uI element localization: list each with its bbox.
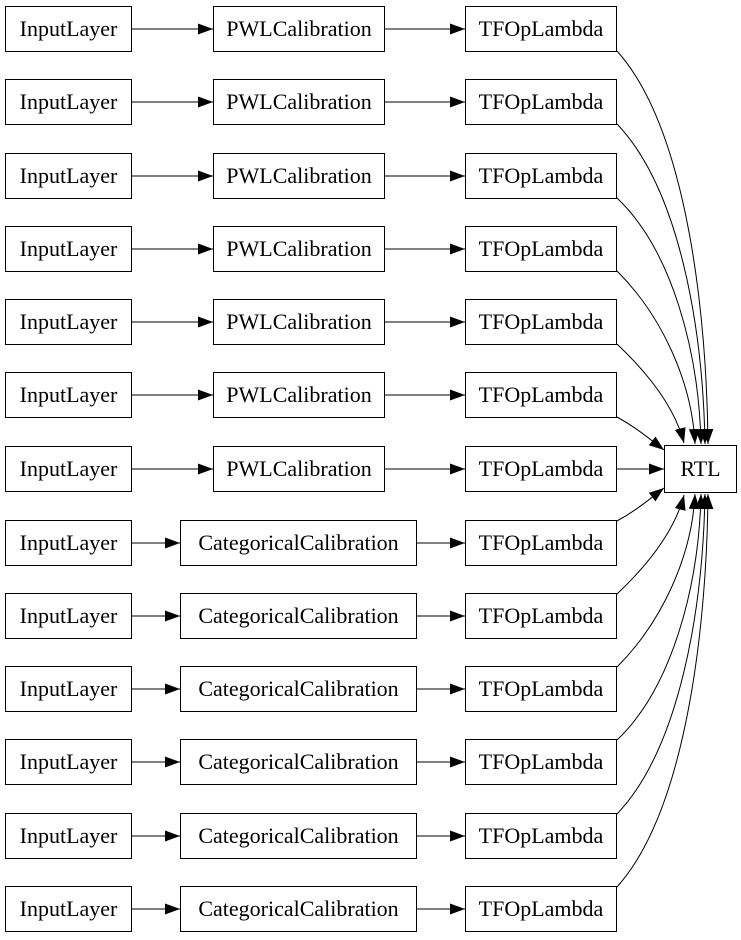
node-categoricalcalibration: CategoricalCalibration	[180, 666, 417, 712]
node-pwlcalibration: PWLCalibration	[213, 372, 385, 418]
node-inputlayer-label: InputLayer	[19, 163, 118, 188]
node-inputlayer-label: InputLayer	[19, 236, 118, 261]
node-inputlayer: InputLayer	[5, 226, 132, 272]
node-tfoplambda: TFOpLambda	[465, 79, 617, 125]
node-pwlcalibration-label: PWLCalibration	[226, 309, 372, 334]
edge-lambda-to-rtl	[616, 493, 707, 741]
node-inputlayer-label: InputLayer	[19, 89, 118, 114]
node-categoricalcalibration-label: CategoricalCalibration	[198, 530, 399, 555]
node-categoricalcalibration: CategoricalCalibration	[180, 813, 417, 859]
edge-paths	[132, 23, 714, 915]
node-categoricalcalibration: CategoricalCalibration	[180, 739, 417, 785]
node-pwlcalibration: PWLCalibration	[213, 299, 385, 345]
node-tfoplambda: TFOpLambda	[465, 153, 617, 199]
node-tfoplambda: TFOpLambda	[465, 520, 617, 566]
edge-lambda-to-rtl	[616, 493, 711, 815]
node-pwlcalibration-label: PWLCalibration	[226, 163, 372, 188]
node-categoricalcalibration-label: CategoricalCalibration	[198, 676, 399, 701]
node-tfoplambda-label: TFOpLambda	[478, 309, 604, 334]
node-tfoplambda-label: TFOpLambda	[478, 236, 604, 261]
node-tfoplambda-label: TFOpLambda	[478, 163, 604, 188]
node-inputlayer: InputLayer	[5, 886, 132, 932]
edge-lambda-to-rtl	[616, 494, 686, 595]
node-inputlayer: InputLayer	[5, 593, 132, 639]
node-pwlcalibration: PWLCalibration	[213, 6, 385, 52]
node-inputlayer-label: InputLayer	[19, 382, 118, 407]
node-tfoplambda-label: TFOpLambda	[478, 896, 604, 921]
node-pwlcalibration-label: PWLCalibration	[226, 236, 372, 261]
node-inputlayer: InputLayer	[5, 299, 132, 345]
node-inputlayer-label: InputLayer	[19, 16, 118, 41]
edge-lambda-to-rtl	[616, 50, 714, 445]
node-inputlayer: InputLayer	[5, 446, 132, 492]
node-tfoplambda-label: TFOpLambda	[478, 823, 604, 848]
node-inputlayer-label: InputLayer	[19, 456, 118, 481]
node-tfoplambda-label: TFOpLambda	[478, 676, 604, 701]
node-inputlayer-label: InputLayer	[19, 676, 118, 701]
edge-lambda-to-rtl	[616, 487, 665, 522]
node-pwlcalibration-label: PWLCalibration	[226, 456, 372, 481]
node-categoricalcalibration: CategoricalCalibration	[180, 593, 417, 639]
node-inputlayer-label: InputLayer	[19, 603, 118, 628]
node-pwlcalibration: PWLCalibration	[213, 446, 385, 492]
node-tfoplambda-label: TFOpLambda	[478, 382, 604, 407]
node-pwlcalibration: PWLCalibration	[213, 79, 385, 125]
edge-lambda-to-rtl	[616, 416, 665, 451]
node-tfoplambda-label: TFOpLambda	[478, 456, 604, 481]
node-pwlcalibration-label: PWLCalibration	[226, 382, 372, 407]
node-tfoplambda-label: TFOpLambda	[478, 749, 604, 774]
node-rtl-label: RTL	[680, 456, 721, 481]
node-inputlayer: InputLayer	[5, 153, 132, 199]
node-categoricalcalibration-label: CategoricalCalibration	[198, 749, 399, 774]
edge-lambda-to-rtl	[616, 270, 700, 445]
node-inputlayer-label: InputLayer	[19, 749, 118, 774]
node-inputlayer-label: InputLayer	[19, 896, 118, 921]
node-categoricalcalibration-label: CategoricalCalibration	[198, 823, 399, 848]
node-pwlcalibration: PWLCalibration	[213, 226, 385, 272]
edge-lambda-to-rtl	[616, 343, 686, 444]
edge-lambda-to-rtl	[616, 197, 707, 445]
node-categoricalcalibration-label: CategoricalCalibration	[198, 603, 399, 628]
node-inputlayer: InputLayer	[5, 372, 132, 418]
node-tfoplambda-label: TFOpLambda	[478, 530, 604, 555]
edge-lambda-to-rtl	[616, 123, 711, 445]
node-tfoplambda: TFOpLambda	[465, 226, 617, 272]
node-pwlcalibration-label: PWLCalibration	[226, 89, 372, 114]
node-tfoplambda-label: TFOpLambda	[478, 16, 604, 41]
node-tfoplambda: TFOpLambda	[465, 446, 617, 492]
node-tfoplambda-label: TFOpLambda	[478, 603, 604, 628]
node-tfoplambda: TFOpLambda	[465, 6, 617, 52]
node-inputlayer-label: InputLayer	[19, 823, 118, 848]
node-inputlayer-label: InputLayer	[19, 309, 118, 334]
node-inputlayer: InputLayer	[5, 79, 132, 125]
node-inputlayer: InputLayer	[5, 666, 132, 712]
node-pwlcalibration-label: PWLCalibration	[226, 16, 372, 41]
node-tfoplambda: TFOpLambda	[465, 299, 617, 345]
node-tfoplambda: TFOpLambda	[465, 739, 617, 785]
node-categoricalcalibration: CategoricalCalibration	[180, 886, 417, 932]
node-tfoplambda: TFOpLambda	[465, 813, 617, 859]
node-inputlayer: InputLayer	[5, 6, 132, 52]
edge-lambda-to-rtl	[616, 493, 700, 668]
node-tfoplambda: TFOpLambda	[465, 593, 617, 639]
node-inputlayer: InputLayer	[5, 813, 132, 859]
node-categoricalcalibration: CategoricalCalibration	[180, 520, 417, 566]
node-tfoplambda-label: TFOpLambda	[478, 89, 604, 114]
node-inputlayer: InputLayer	[5, 520, 132, 566]
edge-lambda-to-rtl	[616, 493, 714, 888]
node-tfoplambda: TFOpLambda	[465, 372, 617, 418]
node-tfoplambda: TFOpLambda	[465, 666, 617, 712]
node-pwlcalibration: PWLCalibration	[213, 153, 385, 199]
node-tfoplambda: TFOpLambda	[465, 886, 617, 932]
node-inputlayer-label: InputLayer	[19, 530, 118, 555]
node-rtl: RTL	[664, 445, 737, 493]
node-categoricalcalibration-label: CategoricalCalibration	[198, 896, 399, 921]
node-inputlayer: InputLayer	[5, 739, 132, 785]
